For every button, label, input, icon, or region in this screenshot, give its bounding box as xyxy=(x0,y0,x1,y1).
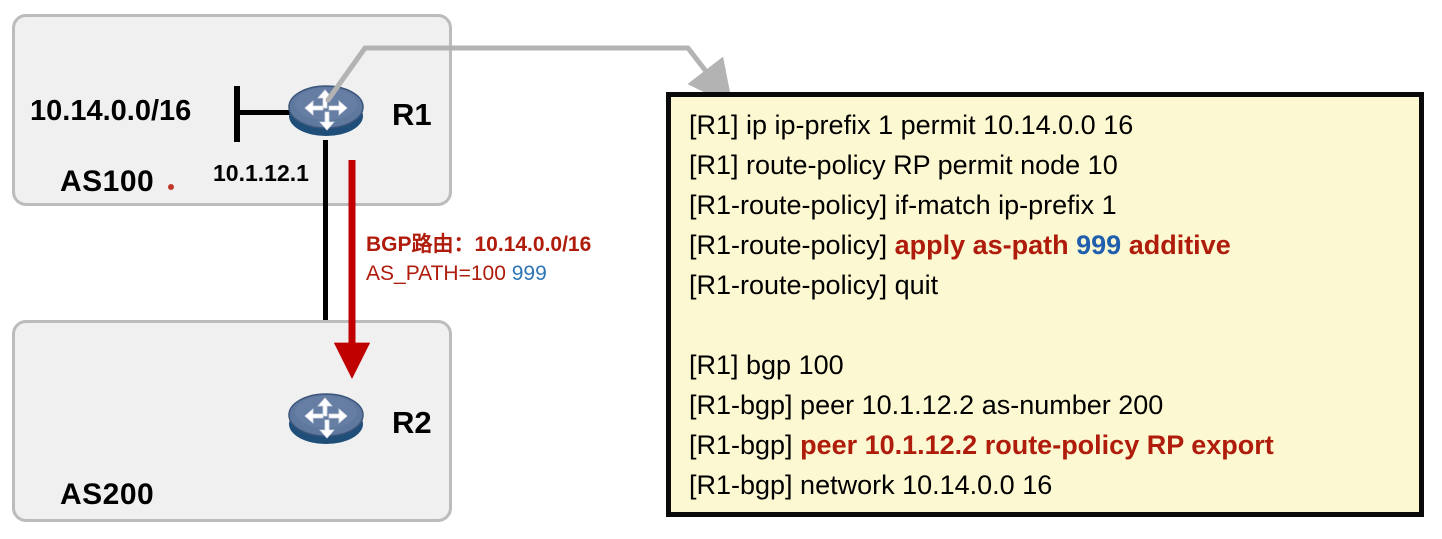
lan-segment-link xyxy=(234,110,296,115)
as200-label: AS200 xyxy=(60,478,155,511)
as-path-appended: 999 xyxy=(511,262,547,285)
config-line: [R1-route-policy] if-match ip-prefix 1 xyxy=(689,185,1413,225)
config-segment: [R1-route-policy] if-match ip-prefix 1 xyxy=(689,190,1117,220)
router-icon-r1[interactable] xyxy=(287,78,365,140)
config-segment: 999 xyxy=(1076,230,1122,260)
config-segment: [R1-bgp] network 10.14.0.0 16 xyxy=(689,470,1053,500)
config-segment: additive xyxy=(1121,230,1231,260)
as-path-base: AS_PATH=100 xyxy=(366,262,506,285)
config-line: [R1-route-policy] apply as-path 999 addi… xyxy=(689,225,1413,265)
config-segment: [R1-route-policy] xyxy=(689,230,895,260)
config-segment: [R1] bgp 100 xyxy=(689,350,844,380)
config-segment: apply as-path xyxy=(894,230,1077,260)
config-line-list: [R1] ip ip-prefix 1 permit 10.14.0.0 16 [… xyxy=(689,105,1413,505)
bgp-route-line1: BGP路由：10.14.0.0/16 xyxy=(366,233,592,256)
router-config-callout: [R1] ip ip-prefix 1 permit 10.14.0.0 16 [… xyxy=(666,92,1424,517)
config-line: [R1-bgp] peer 10.1.12.2 route-policy RP … xyxy=(689,425,1413,465)
as100-as200-link xyxy=(323,140,328,400)
config-segment: peer 10.1.12.2 route-policy RP export xyxy=(800,430,1274,460)
config-line xyxy=(689,305,1413,345)
config-line: [R1-bgp] network 10.14.0.0 16 xyxy=(689,465,1413,505)
config-line: [R1-bgp] peer 10.1.12.2 as-number 200 xyxy=(689,385,1413,425)
config-line: [R1-route-policy] quit xyxy=(689,265,1413,305)
router-icon-r2[interactable] xyxy=(287,386,365,448)
bgp-route-annotation: BGP路由：10.14.0.0/16 AS_PATH=100 999 xyxy=(366,230,591,288)
config-line: [R1] bgp 100 xyxy=(689,345,1413,385)
config-segment: [R1] ip ip-prefix 1 permit 10.14.0.0 16 xyxy=(689,110,1134,140)
config-segment: [R1-bgp] xyxy=(689,430,801,460)
interface-ip-r1: 10.1.12.1 xyxy=(213,160,309,186)
router-label-r1: R1 xyxy=(392,97,432,132)
config-segment: [R1] route-policy RP permit node 10 xyxy=(689,150,1118,180)
as100-marker-dot xyxy=(168,184,174,190)
as100-label: AS100 xyxy=(60,165,155,198)
router-label-r2: R2 xyxy=(392,405,432,440)
config-line: [R1] route-policy RP permit node 10 xyxy=(689,145,1413,185)
config-segment: [R1-bgp] peer 10.1.12.2 as-number 200 xyxy=(689,390,1164,420)
config-segment: [R1-route-policy] quit xyxy=(689,270,939,300)
config-line: [R1] ip ip-prefix 1 permit 10.14.0.0 16 xyxy=(689,105,1413,145)
bgp-route-line2: AS_PATH=100 999 xyxy=(366,259,591,288)
network-prefix-label: 10.14.0.0/16 xyxy=(30,95,192,127)
as200-domain-box xyxy=(12,320,452,522)
